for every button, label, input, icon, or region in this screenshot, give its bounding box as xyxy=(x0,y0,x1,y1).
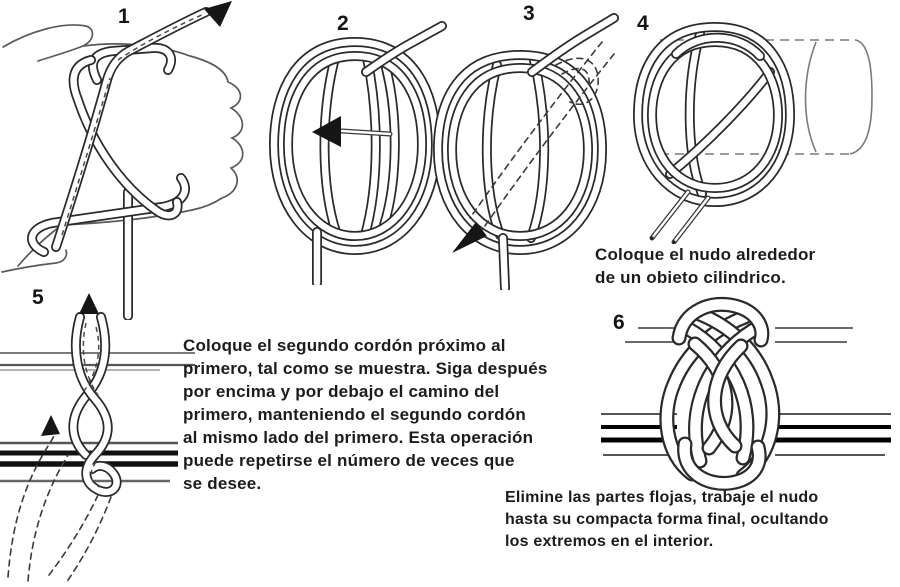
up-arrow-2-icon xyxy=(41,415,60,436)
up-arrow-icon xyxy=(79,293,99,314)
up-right-arrow-icon xyxy=(204,1,232,27)
caption-place-on-cylinder: Coloque el nudo alrededor de un obieto c… xyxy=(595,245,816,287)
down-left-arrow-icon xyxy=(452,222,487,253)
step-6-label: 6 xyxy=(613,311,625,334)
step-3-label: 3 xyxy=(523,2,535,25)
caption-main-instructions: Coloque el segundo cordón próximo al pri… xyxy=(183,336,548,493)
left-arrow-icon xyxy=(312,116,341,147)
step-2-label: 2 xyxy=(337,12,349,35)
step-5-label: 5 xyxy=(32,286,44,309)
step-6-illustration xyxy=(601,296,891,491)
step-2-illustration xyxy=(269,21,447,285)
step-1-label: 1 xyxy=(118,5,130,28)
step-1-illustration xyxy=(1,1,244,320)
step-5-illustration xyxy=(0,293,195,584)
step-4-label: 4 xyxy=(637,12,649,35)
step-3-illustration xyxy=(433,13,619,290)
caption-final-tightening: Elimine las partes flojas, trabaje el nu… xyxy=(505,489,829,550)
step-4-illustration xyxy=(633,22,873,244)
